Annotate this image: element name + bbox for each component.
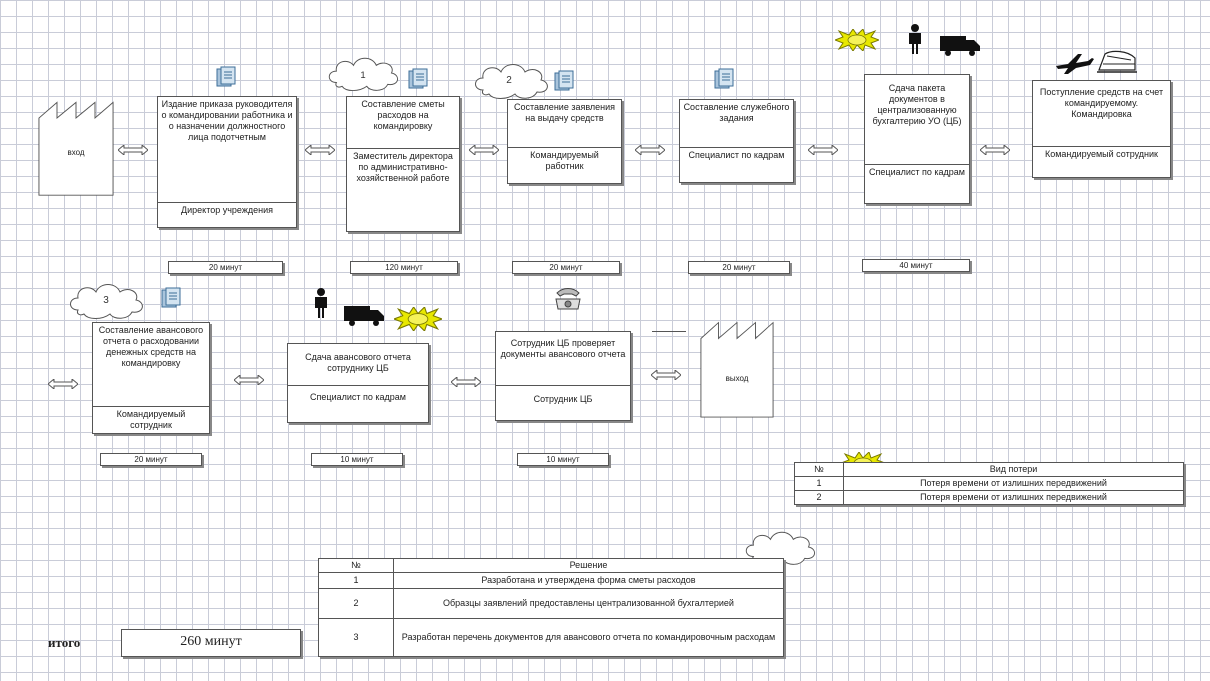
table-row: 1 Потеря времени от излишних передвижени… bbox=[794, 476, 1184, 491]
step-time: 20 минут bbox=[168, 261, 283, 274]
step-time: 20 минут bbox=[100, 453, 202, 466]
step-action: Издание приказа руководителя о командиро… bbox=[158, 97, 296, 203]
step-role: Командируемый работник bbox=[530, 150, 599, 171]
loss-burst-icon bbox=[386, 307, 450, 331]
process-step-1: Издание приказа руководителя о командиро… bbox=[157, 96, 297, 228]
arrow-step4-step5 bbox=[808, 145, 838, 155]
arrow-row2-left bbox=[48, 379, 78, 389]
step-time: 40 минут bbox=[862, 259, 970, 272]
loss-burst-icon bbox=[835, 29, 879, 51]
cloud-number: 3 bbox=[103, 295, 109, 306]
process-step-2: Составление сметы расходов на командиров… bbox=[346, 96, 460, 232]
arrow-step9-end bbox=[651, 370, 681, 380]
step-action: Сдача авансового отчета сотруднику ЦБ bbox=[288, 344, 428, 386]
step-action: Составление авансового отчета о расходов… bbox=[93, 323, 209, 407]
row-number: 1 bbox=[318, 572, 394, 589]
arrow-start-step1 bbox=[118, 145, 148, 155]
header-loss-type: Вид потери bbox=[843, 462, 1184, 477]
step-action: Составление служебного задания bbox=[680, 100, 793, 148]
step-time: 20 минут bbox=[688, 261, 790, 274]
document-icon bbox=[714, 68, 736, 90]
document-icon bbox=[408, 68, 430, 90]
row-number: 1 bbox=[794, 476, 844, 491]
row-number: 2 bbox=[794, 490, 844, 505]
solutions-table: № Решение 1 Разработана и утверждена фор… bbox=[318, 558, 784, 657]
person-icon bbox=[906, 24, 924, 54]
total-value: 260 минут bbox=[121, 629, 301, 657]
row-solution: Разработана и утверждена форма сметы рас… bbox=[393, 572, 784, 589]
header-solution: Решение bbox=[393, 558, 784, 573]
cloud-number: 2 bbox=[506, 75, 512, 86]
row-number: 2 bbox=[318, 588, 394, 619]
document-icon bbox=[216, 66, 238, 88]
cloud-number: 1 bbox=[360, 70, 365, 81]
problem-cloud: 2 bbox=[470, 60, 552, 100]
arrow-step3-step4 bbox=[635, 145, 665, 155]
step-time: 20 минут bbox=[512, 261, 620, 274]
phone-icon bbox=[555, 288, 581, 310]
start-factory: вход bbox=[38, 92, 114, 196]
step-action: Поступление средств на счет командируемо… bbox=[1033, 81, 1170, 147]
step-action: Составление заявления на выдачу средств bbox=[508, 100, 621, 148]
problem-cloud: 3 bbox=[58, 280, 154, 320]
process-step-9: Сотрудник ЦБ проверяет документы авансов… bbox=[495, 331, 631, 421]
table-row: 3 Разработан перечень документов для ава… bbox=[318, 618, 784, 657]
end-factory: выход bbox=[700, 312, 774, 418]
table-header-row: № Решение bbox=[318, 558, 784, 573]
process-step-8: Сдача авансового отчета сотруднику ЦБ Сп… bbox=[287, 343, 429, 423]
connector-line bbox=[652, 331, 686, 332]
step-role: Командируемый сотрудник bbox=[116, 409, 186, 430]
person-icon bbox=[312, 288, 330, 318]
table-row: 1 Разработана и утверждена форма сметы р… bbox=[318, 572, 784, 589]
arrow-step2-step3 bbox=[469, 145, 499, 155]
step-time: 10 минут bbox=[311, 453, 403, 466]
arrow-step7-step8 bbox=[234, 375, 264, 385]
step-role: Заместитель директора по административно… bbox=[353, 151, 453, 183]
step-role: Специалист по кадрам bbox=[869, 167, 965, 177]
table-header-row: № Вид потери bbox=[794, 462, 1184, 477]
start-label: вход bbox=[67, 148, 85, 157]
process-step-3: Составление заявления на выдачу средств … bbox=[507, 99, 622, 184]
row-loss-type: Потеря времени от излишних передвижений bbox=[843, 490, 1184, 505]
process-step-7: Составление авансового отчета о расходов… bbox=[92, 322, 210, 434]
step-role: Сотрудник ЦБ bbox=[533, 394, 593, 404]
train-icon bbox=[1097, 50, 1137, 73]
row-solution: Разработан перечень документов для аванс… bbox=[393, 618, 784, 657]
step-action: Сдача пакета документов в централизованн… bbox=[865, 75, 969, 165]
process-step-4: Составление служебного задания Специалис… bbox=[679, 99, 794, 183]
arrow-step8-step9 bbox=[451, 377, 481, 387]
total-label: итого bbox=[48, 635, 81, 650]
step-time: 120 минут bbox=[350, 261, 458, 274]
header-number: № bbox=[318, 558, 394, 573]
row-number: 3 bbox=[318, 618, 394, 657]
problem-cloud: 1 bbox=[325, 54, 401, 92]
step-role: Специалист по кадрам bbox=[310, 392, 406, 402]
document-icon bbox=[161, 287, 183, 309]
table-row: 2 Образцы заявлений предоставлены центра… bbox=[318, 588, 784, 619]
arrow-step1-step2 bbox=[305, 145, 335, 155]
process-step-5: Сдача пакета документов в централизованн… bbox=[864, 74, 970, 204]
step-role: Специалист по кадрам bbox=[688, 150, 785, 160]
header-number: № bbox=[794, 462, 844, 477]
step-action: Сотрудник ЦБ проверяет документы авансов… bbox=[496, 332, 630, 386]
losses-table: № Вид потери 1 Потеря времени от излишни… bbox=[794, 462, 1184, 505]
row-loss-type: Потеря времени от излишних передвижений bbox=[843, 476, 1184, 491]
document-icon bbox=[554, 70, 576, 92]
end-label: выход bbox=[725, 374, 749, 383]
row-solution: Образцы заявлений предоставлены централи… bbox=[393, 588, 784, 619]
truck-icon bbox=[344, 304, 384, 326]
airplane-icon bbox=[1056, 54, 1094, 74]
step-time: 10 минут bbox=[517, 453, 609, 466]
step-role: Директор учреждения bbox=[181, 205, 273, 215]
truck-icon bbox=[940, 34, 980, 56]
step-action: Составление сметы расходов на командиров… bbox=[347, 97, 459, 149]
table-row: 2 Потеря времени от излишних передвижени… bbox=[794, 490, 1184, 505]
step-role: Командируемый сотрудник bbox=[1044, 149, 1158, 159]
process-step-6: Поступление средств на счет командируемо… bbox=[1032, 80, 1171, 178]
arrow-step5-step6 bbox=[980, 145, 1010, 155]
